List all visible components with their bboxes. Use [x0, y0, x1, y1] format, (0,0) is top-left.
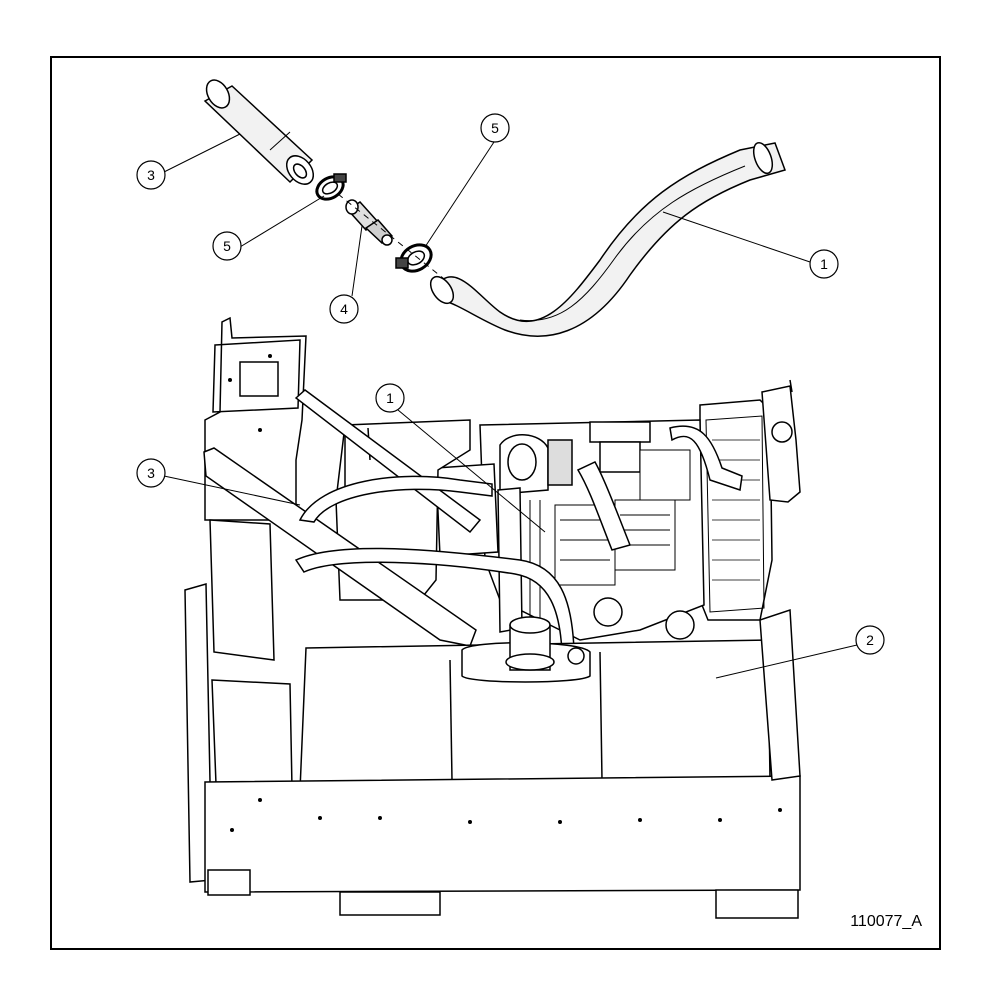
assembly-view [184, 316, 801, 919]
radiator [699, 379, 801, 621]
barb-fitting-part [345, 199, 394, 246]
upper-radiator-hose [576, 461, 632, 551]
callout-assembly-3: 3 [136, 458, 166, 488]
hose-clamp-right [395, 243, 433, 273]
svg-text:1: 1 [820, 256, 828, 272]
callout-assembly-1: 1 [375, 383, 405, 413]
svg-text:5: 5 [491, 120, 499, 136]
svg-text:3: 3 [147, 465, 155, 481]
svg-text:5: 5 [223, 238, 231, 254]
fuel-tank [299, 616, 771, 791]
svg-text:3: 3 [147, 167, 155, 183]
figure-id-label: 110077_A [850, 913, 922, 930]
svg-text:4: 4 [340, 301, 348, 317]
callout-assembly-2: 2 [855, 625, 885, 655]
svg-text:1: 1 [386, 390, 394, 406]
long-hose-part [429, 141, 786, 337]
short-hose-part [203, 79, 315, 185]
callout-exploded-1: 1 [809, 249, 839, 279]
top-hose [669, 425, 743, 491]
callout-exploded-5-right: 5 [480, 113, 510, 143]
exploded-view [203, 79, 786, 337]
base-frame-right [759, 608, 801, 781]
bolt-holes [228, 354, 782, 832]
callout-markers: 3 5 4 5 1 1 3 2 [136, 113, 885, 655]
hose-clamp-left [315, 173, 347, 201]
exploded-leaders [163, 133, 811, 297]
figure-border [50, 56, 941, 950]
fuel-return-hose [298, 475, 493, 523]
callout-exploded-4: 4 [329, 294, 359, 324]
callout-exploded-5-left: 5 [212, 231, 242, 261]
base-frame-front [204, 775, 801, 919]
svg-text:2: 2 [866, 632, 874, 648]
callout-exploded-3: 3 [136, 160, 166, 190]
assembly-leaders [163, 409, 858, 679]
